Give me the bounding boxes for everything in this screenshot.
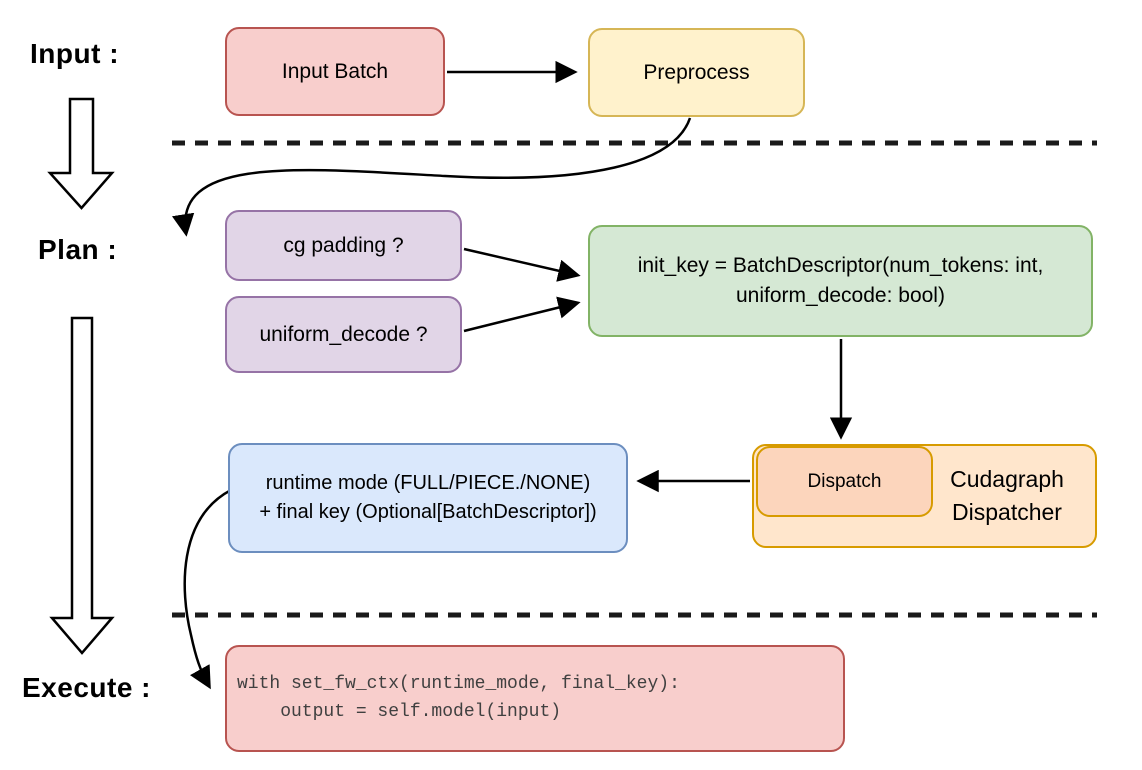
node-uniform-decode: uniform_decode ? bbox=[225, 296, 462, 373]
node-preprocess-label: Preprocess bbox=[643, 60, 750, 84]
node-init-key-label: init_key = BatchDescriptor(num_tokens: i… bbox=[637, 253, 1044, 307]
node-dispatch-label: Dispatch bbox=[807, 470, 882, 492]
node-input-batch-label: Input Batch bbox=[281, 59, 389, 83]
connector-uniformdecode-to-initkey bbox=[463, 296, 581, 333]
node-input-batch: Input Batch bbox=[225, 27, 445, 116]
stage-label-plan: Plan : bbox=[38, 234, 118, 265]
connector-preprocess-to-cgpadding bbox=[172, 117, 692, 237]
stage-label-execute: Execute : bbox=[22, 672, 151, 703]
stage-label-input: Input : bbox=[30, 38, 120, 69]
node-init-key: init_key = BatchDescriptor(num_tokens: i… bbox=[588, 225, 1093, 337]
connector-runtimemode-to-executecode bbox=[183, 488, 232, 690]
stage-arrow-input-to-plan-icon bbox=[47, 97, 115, 210]
node-runtime-mode: runtime mode (FULL/PIECE./NONE) + final … bbox=[228, 443, 628, 553]
node-dispatch: Dispatch bbox=[756, 446, 933, 517]
node-cudagraph-dispatcher-label: Cudagraph Dispatcher bbox=[950, 465, 1064, 525]
stage-arrow-plan-to-execute-icon bbox=[49, 316, 115, 655]
node-runtime-mode-label: runtime mode (FULL/PIECE./NONE) + final … bbox=[259, 472, 597, 523]
node-cg-padding-label: cg padding ? bbox=[283, 233, 404, 257]
node-uniform-decode-label: uniform_decode ? bbox=[259, 322, 428, 346]
node-preprocess: Preprocess bbox=[588, 28, 805, 117]
execute-code-text: with set_fw_ctx(runtime_mode, final_key)… bbox=[237, 673, 680, 722]
connector-cgpadding-to-initkey bbox=[463, 247, 581, 282]
node-execute-code: with set_fw_ctx(runtime_mode, final_key)… bbox=[225, 645, 845, 752]
node-cg-padding: cg padding ? bbox=[225, 210, 462, 281]
